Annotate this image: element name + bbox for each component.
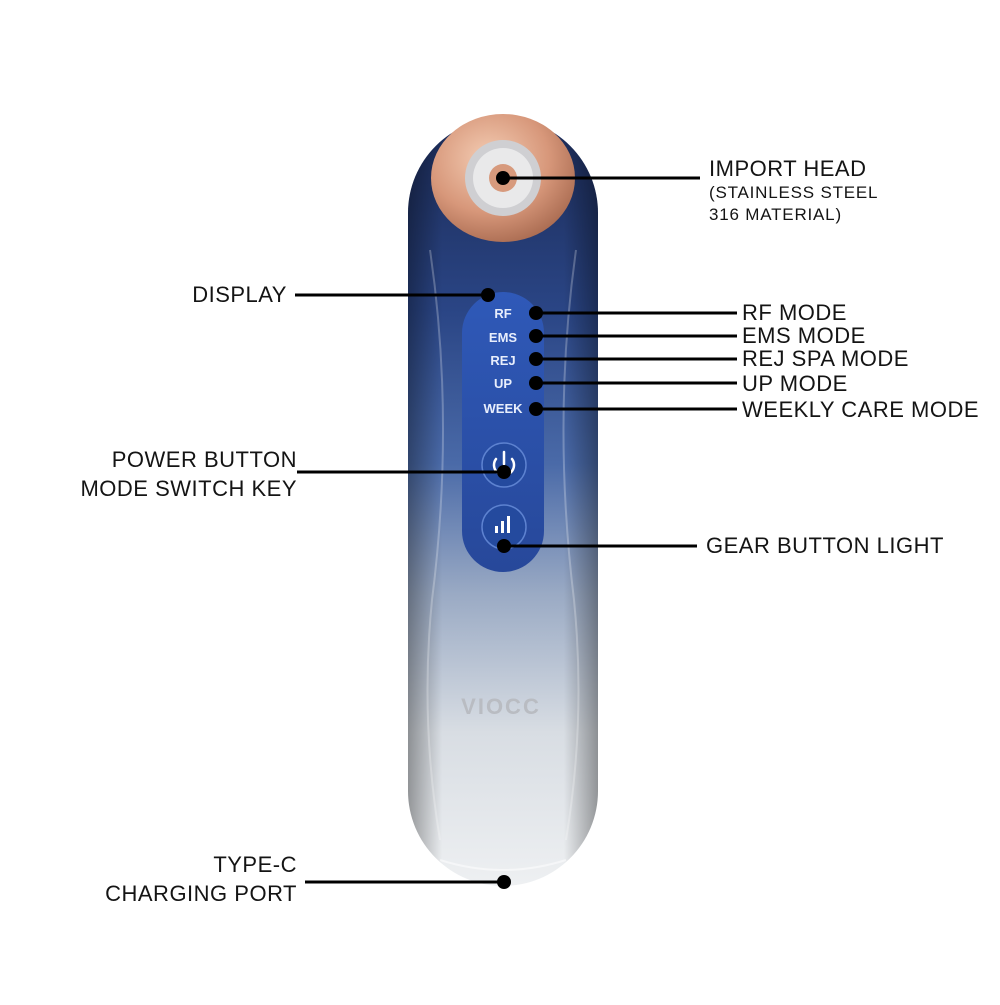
label-type-c: TYPE-C: [213, 852, 297, 877]
brand-logo: VIOCC: [461, 694, 541, 719]
label-rej-spa-mode: REJ SPA MODE: [742, 346, 909, 371]
display-panel: RF EMS REJ UP WEEK: [462, 292, 544, 572]
panel-label-week: WEEK: [484, 401, 524, 416]
label-import-head-detail-1: (STAINLESS STEEL: [709, 183, 879, 202]
label-charging-port: CHARGING PORT: [105, 881, 297, 906]
label-ems-mode: EMS MODE: [742, 323, 866, 348]
callout-leaders: [295, 171, 737, 889]
panel-label-rf: RF: [494, 306, 511, 321]
label-gear-button-light: GEAR BUTTON LIGHT: [706, 533, 944, 558]
label-import-head-detail-2: 316 MATERIAL): [709, 205, 842, 224]
label-import-head: IMPORT HEAD: [709, 156, 867, 181]
panel-label-rej: REJ: [490, 353, 515, 368]
label-mode-switch-key: MODE SWITCH KEY: [80, 476, 297, 501]
label-rf-mode: RF MODE: [742, 300, 847, 325]
label-power-button: POWER BUTTON: [111, 447, 297, 472]
label-weekly-care-mode: WEEKLY CARE MODE: [742, 397, 980, 422]
panel-label-ems: EMS: [489, 330, 518, 345]
label-up-mode: UP MODE: [742, 371, 848, 396]
signal-bars-icon: [495, 516, 510, 533]
panel-label-up: UP: [494, 376, 512, 391]
label-display: DISPLAY: [192, 282, 287, 307]
